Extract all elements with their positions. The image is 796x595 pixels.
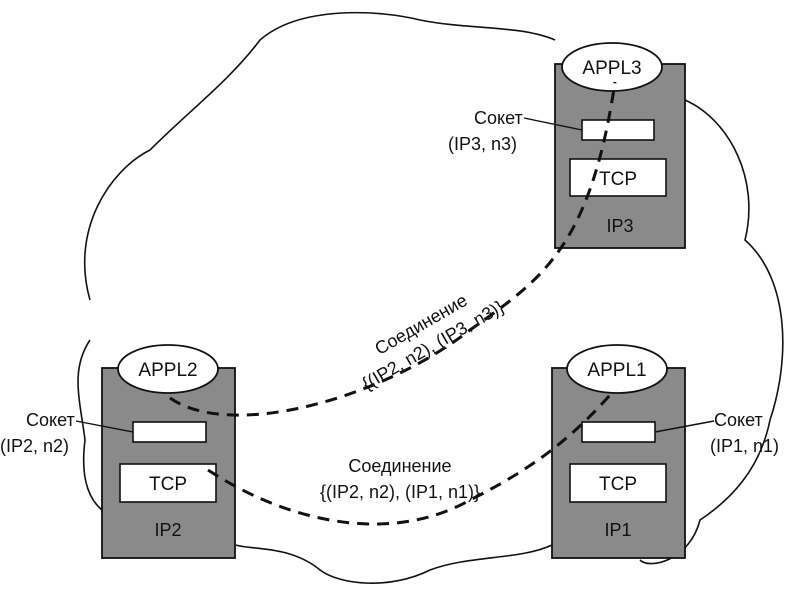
host-2-box bbox=[101, 367, 236, 559]
socket-1-label: Сокет bbox=[714, 410, 763, 430]
socket-2-pointer bbox=[75, 420, 134, 433]
socket-3-box bbox=[581, 119, 655, 141]
tcp-3-box bbox=[569, 158, 667, 197]
socket-1-pointer bbox=[654, 420, 715, 433]
host-1: APPL1 TCP IP1 bbox=[551, 344, 686, 559]
socket-2-box bbox=[132, 421, 207, 443]
tcp-1-box bbox=[569, 463, 667, 503]
tcp-3-label: TCP bbox=[599, 169, 637, 190]
connection-2-1-line bbox=[207, 394, 612, 526]
appl2-ellipse bbox=[117, 344, 219, 394]
connection-2-3-line bbox=[169, 81, 617, 417]
connection-2-1-title: Соединение bbox=[348, 456, 451, 476]
host-3: APPL3 TCP IP3 bbox=[554, 42, 686, 249]
tcp-2-label: TCP bbox=[149, 474, 187, 495]
tcp-1-label: TCP bbox=[599, 474, 637, 495]
host-2: APPL2 TCP IP2 bbox=[101, 344, 236, 559]
network-cloud bbox=[77, 11, 784, 584]
appl1-ellipse bbox=[566, 344, 668, 394]
socket-2-addr: (IP2, n2) bbox=[0, 436, 69, 456]
socket-3-label: Сокет bbox=[474, 108, 523, 128]
ip1-label: IP1 bbox=[604, 520, 631, 540]
socket-2-label: Сокет bbox=[26, 410, 75, 430]
tcp-2-box bbox=[119, 463, 217, 503]
appl3-ellipse bbox=[561, 42, 663, 92]
appl1-label: APPL1 bbox=[587, 360, 646, 381]
connection-2-1-pair: {(IP2, n2), (IP1, n1)} bbox=[320, 482, 480, 502]
ip3-label: IP3 bbox=[606, 216, 633, 236]
socket-3-pointer bbox=[523, 117, 583, 131]
connection-2-3-label: Соединение {(IP2, n2), (IP3, n3)} bbox=[359, 290, 508, 394]
appl3-label: APPL3 bbox=[582, 58, 641, 79]
appl2-label: APPL2 bbox=[138, 360, 197, 381]
socket-1-addr: (IP1, n1) bbox=[710, 436, 779, 456]
socket-3-addr: (IP3, n3) bbox=[448, 134, 517, 154]
socket-1-box bbox=[581, 421, 656, 443]
ip2-label: IP2 bbox=[154, 520, 181, 540]
